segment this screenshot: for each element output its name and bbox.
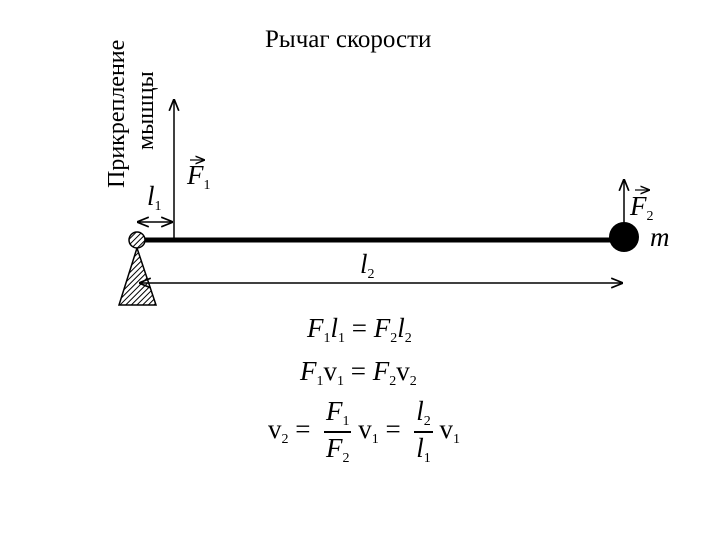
muscle-attachment-label-line2: мышцы: [133, 71, 159, 150]
label-l2: l2: [360, 249, 375, 282]
mass-ball: [609, 222, 639, 252]
equation-torque-balance: F1l1 = F2l2: [307, 313, 412, 346]
fraction-force-ratio: F1 F2: [323, 396, 352, 466]
page-title: Рычаг скорости: [265, 26, 432, 53]
pivot-joint: [128, 231, 146, 249]
label-f1: F1: [187, 160, 211, 193]
label-f2: F2: [630, 191, 654, 224]
equation-velocity-balance: F1v1 = F2v2: [300, 356, 417, 389]
label-l1: l1: [147, 181, 162, 214]
fraction-length-ratio: l2 l1: [414, 396, 433, 466]
label-mass: m: [650, 222, 670, 252]
fulcrum-support: [117, 245, 158, 306]
equation-velocity-ratio: v2 = F1 F2 v1 = l2 l1 v1: [268, 396, 460, 466]
muscle-attachment-label-line1: Прикрепление: [104, 39, 130, 188]
